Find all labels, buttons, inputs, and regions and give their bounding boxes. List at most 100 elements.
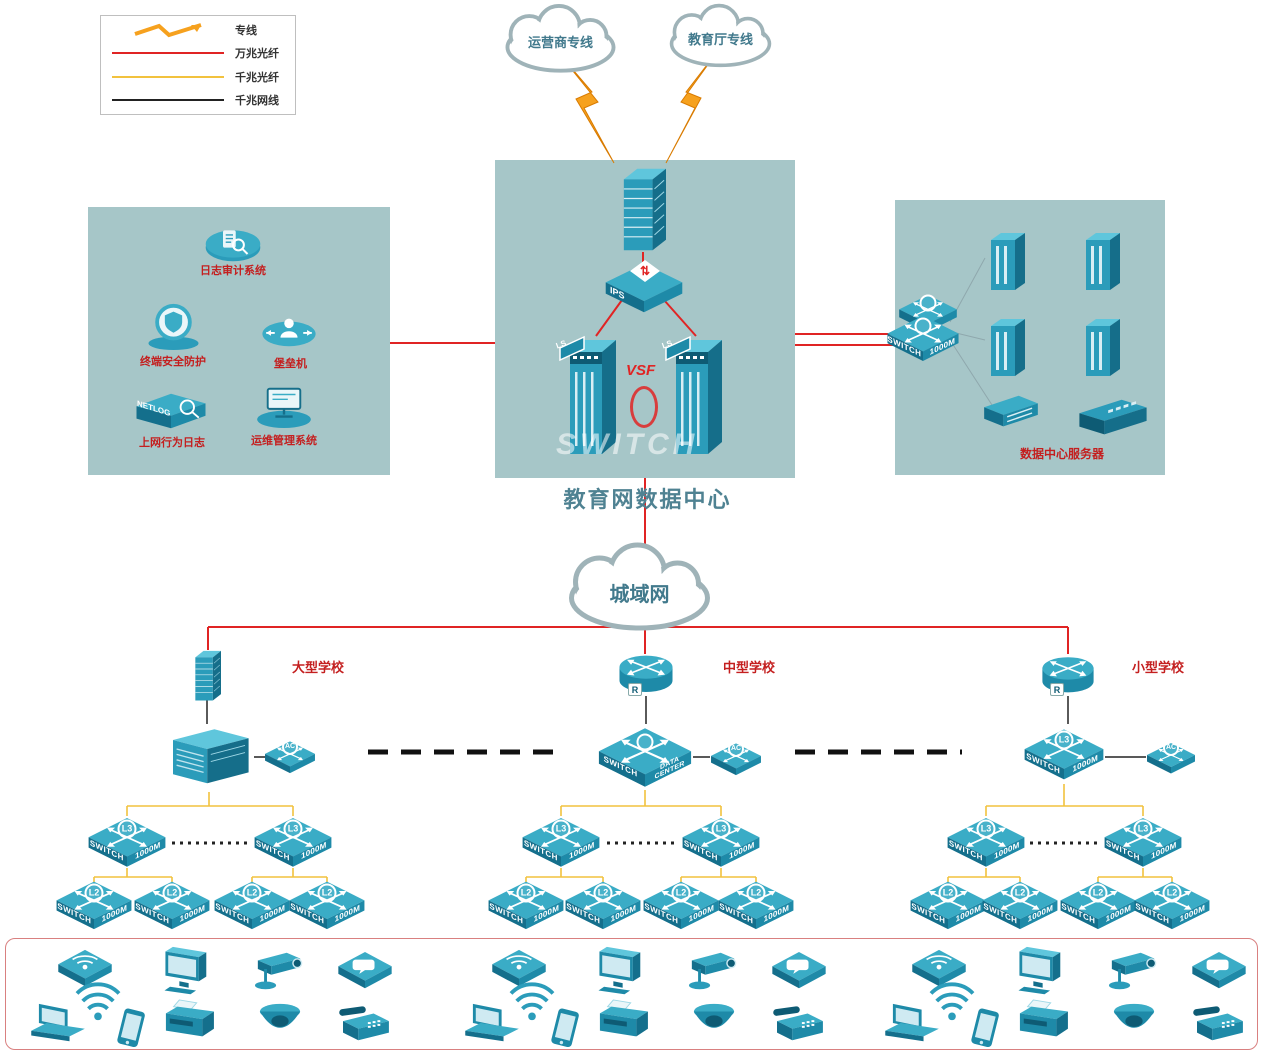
desktop-monitor-icon [158, 945, 210, 997]
l2-badge: L2 [516, 883, 536, 903]
printer-icon [1014, 998, 1070, 1046]
ac-badge: AC [1163, 740, 1179, 757]
small-school-l2-switch: L2 SWITCH 1000M [1133, 878, 1211, 932]
l2-badge: L2 [938, 883, 958, 903]
endpoint-protection-label: 终端安全防护 [140, 356, 206, 368]
ops-management-label: 运维管理系统 [251, 435, 317, 447]
l3-badge: L3 [1133, 819, 1153, 839]
legend-row-dedicated: 专线 [109, 22, 287, 38]
edu-cloud-label: 教育厅专线 [687, 32, 753, 48]
medium-school-l2-switch: L2 SWITCH 1000M [642, 878, 720, 932]
legend-label: 万兆光纤 [235, 48, 279, 61]
small-school-l2-switch: L2 SWITCH 1000M [981, 878, 1059, 932]
voip-tile-icon [770, 952, 828, 992]
core-firewall [612, 164, 674, 256]
yellow-line-icon [112, 75, 224, 78]
switch-watermark: SWITCH [556, 428, 699, 461]
small-school-l2-switch: L2 SWITCH 1000M [909, 878, 987, 932]
l2-badge: L2 [1010, 883, 1030, 903]
ip-camera-icon [684, 945, 742, 995]
server-tower [1078, 230, 1126, 294]
l2-badge: L2 [671, 883, 691, 903]
l2-badge: L2 [1088, 883, 1108, 903]
large-school-firewall [184, 648, 230, 704]
medium-school-l3-switch: L3 SWITCH 1000M [681, 814, 761, 870]
l3-badge: L3 [711, 819, 731, 839]
large-school-l3-switch: L3 SWITCH 1000M [87, 814, 167, 870]
ops-management-icon [255, 383, 313, 429]
large-school-l3-switch: L3 SWITCH 1000M [253, 814, 333, 870]
terminal-group-2 [452, 940, 852, 1050]
large-school-label: 大型学校 [292, 660, 345, 675]
voip-tile-icon [1190, 952, 1248, 992]
l3-badge: L3 [551, 819, 571, 839]
dome-camera-icon [1110, 1000, 1158, 1046]
log-audit-label: 日志审计系统 [200, 265, 266, 277]
small-school-l3-switch: L3 SWITCH 1000M [1103, 814, 1183, 870]
fax-phone-icon [334, 1002, 396, 1046]
isp-cloud: 运营商专线 [483, 2, 638, 80]
ac-badge: AC [728, 740, 744, 757]
smartphone-icon [960, 1008, 1012, 1048]
routing-ring-icon [914, 317, 932, 335]
medium-school-l2-switch: L2 SWITCH 1000M [564, 878, 642, 932]
voip-tile-icon [336, 952, 394, 992]
server-tower [983, 230, 1031, 294]
l2-badge: L2 [593, 883, 613, 903]
small-school-router [1040, 652, 1096, 696]
edu-cloud: 教育厅专线 [643, 2, 798, 74]
large-school-l2-switch: L2 SWITCH 1000M [133, 878, 211, 932]
netlog-icon: NETLOG [130, 388, 212, 434]
legend-row-10g: 万兆光纤 [109, 45, 287, 61]
l2-badge: L2 [746, 883, 766, 903]
legend-label: 千兆光纤 [235, 71, 279, 84]
large-school-core-device [164, 724, 254, 792]
medium-school-l3-switch: L3 SWITCH 1000M [521, 814, 601, 870]
lightning-bolt-left [555, 49, 615, 164]
ip-camera-icon [250, 945, 308, 995]
server-tower [983, 316, 1031, 380]
dome-camera-icon [256, 1000, 304, 1046]
lightning-bolt-right [665, 47, 721, 164]
l2-badge: L2 [1162, 883, 1182, 903]
man-cloud: 城域网 [532, 540, 747, 640]
ac-badge: AC [282, 738, 298, 755]
small-school-ac: AC [1146, 737, 1196, 779]
printer-icon [594, 998, 650, 1046]
terminal-group-3 [872, 940, 1265, 1050]
medium-school-ac: AC [710, 737, 762, 781]
l3-badge: L3 [1054, 730, 1074, 750]
medium-school-router [617, 650, 675, 696]
man-cloud-label: 城域网 [609, 584, 670, 606]
datacenter-switch: SWITCH 1000M [886, 312, 960, 364]
l2-badge: L2 [242, 883, 262, 903]
large-school-l2-switch: L2 SWITCH 1000M [213, 878, 291, 932]
fax-phone-icon [768, 1002, 830, 1046]
rack-server [980, 390, 1042, 436]
router-badge: R [1050, 683, 1064, 696]
vsf-label: VSF [626, 362, 656, 379]
bastion-host-icon [260, 312, 318, 350]
terminals-box [5, 938, 1258, 1050]
small-school-l3-switch: L3 SWITCH 1000M [946, 814, 1026, 870]
ips-device: ⇅ IPS [600, 260, 688, 316]
small-school-core-switch: L3 SWITCH 1000M [1023, 724, 1105, 784]
l3-badge: L3 [976, 819, 996, 839]
vsf-ring-icon [630, 386, 658, 428]
netlog-label: 上网行为日志 [139, 437, 205, 449]
medium-school-label: 中型学校 [723, 660, 776, 675]
routing-ring-icon [919, 294, 937, 312]
red-line-icon [112, 52, 224, 55]
large-school-l2-switch: L2 SWITCH 1000M [288, 878, 366, 932]
firewall-icon [612, 164, 674, 256]
datacenter-switch-back [898, 292, 958, 334]
smartphone-icon [106, 1008, 158, 1048]
isp-cloud-label: 运营商专线 [527, 34, 593, 50]
l3-badge: L3 [283, 819, 303, 839]
routing-ring-icon [636, 733, 654, 751]
black-line-icon [112, 98, 224, 101]
l2-badge: L2 [162, 883, 182, 903]
l2-badge: L2 [84, 883, 104, 903]
datacenter-title: 教育网数据中心 [563, 487, 732, 512]
